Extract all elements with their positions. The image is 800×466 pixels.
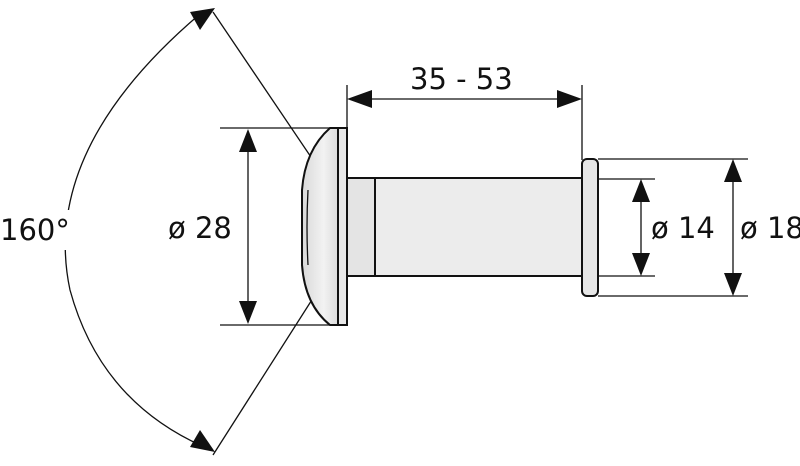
viewer-head [301,127,339,326]
viewer-end-cap [581,158,599,297]
viewer-flange [337,127,348,326]
barrel-collar [346,177,376,277]
angle-label-bg [0,210,80,250]
length-arrow-left [347,90,372,108]
length-label-bg [405,60,525,96]
angle-arc [64,13,203,447]
head-diameter-label: ø 28 [168,211,232,245]
length-arrow-right [557,90,582,108]
arc-arrowhead-top [190,8,215,30]
inner-label-bg [648,210,716,246]
view-angle-ray-bottom [212,294,316,456]
outer-diameter-label: ø 18 [740,211,800,245]
outer-label-bg [738,210,800,246]
inner-arrow-bottom [632,253,650,276]
viewer-barrel [374,177,583,277]
outer-arrow-bottom [724,273,742,296]
view-angle-ray-top [212,11,316,164]
inner-diameter-label: ø 14 [651,211,715,245]
head-label-bg [164,210,242,246]
angle-label: 160° [0,213,70,247]
head-arrow-bottom [239,301,257,324]
length-label: 35 - 53 [410,62,513,96]
outer-arrow-top [724,159,742,182]
head-highlight [306,189,309,266]
inner-arrow-top [632,179,650,202]
arc-arrowhead-bottom [190,430,215,452]
head-arrow-top [239,129,257,152]
